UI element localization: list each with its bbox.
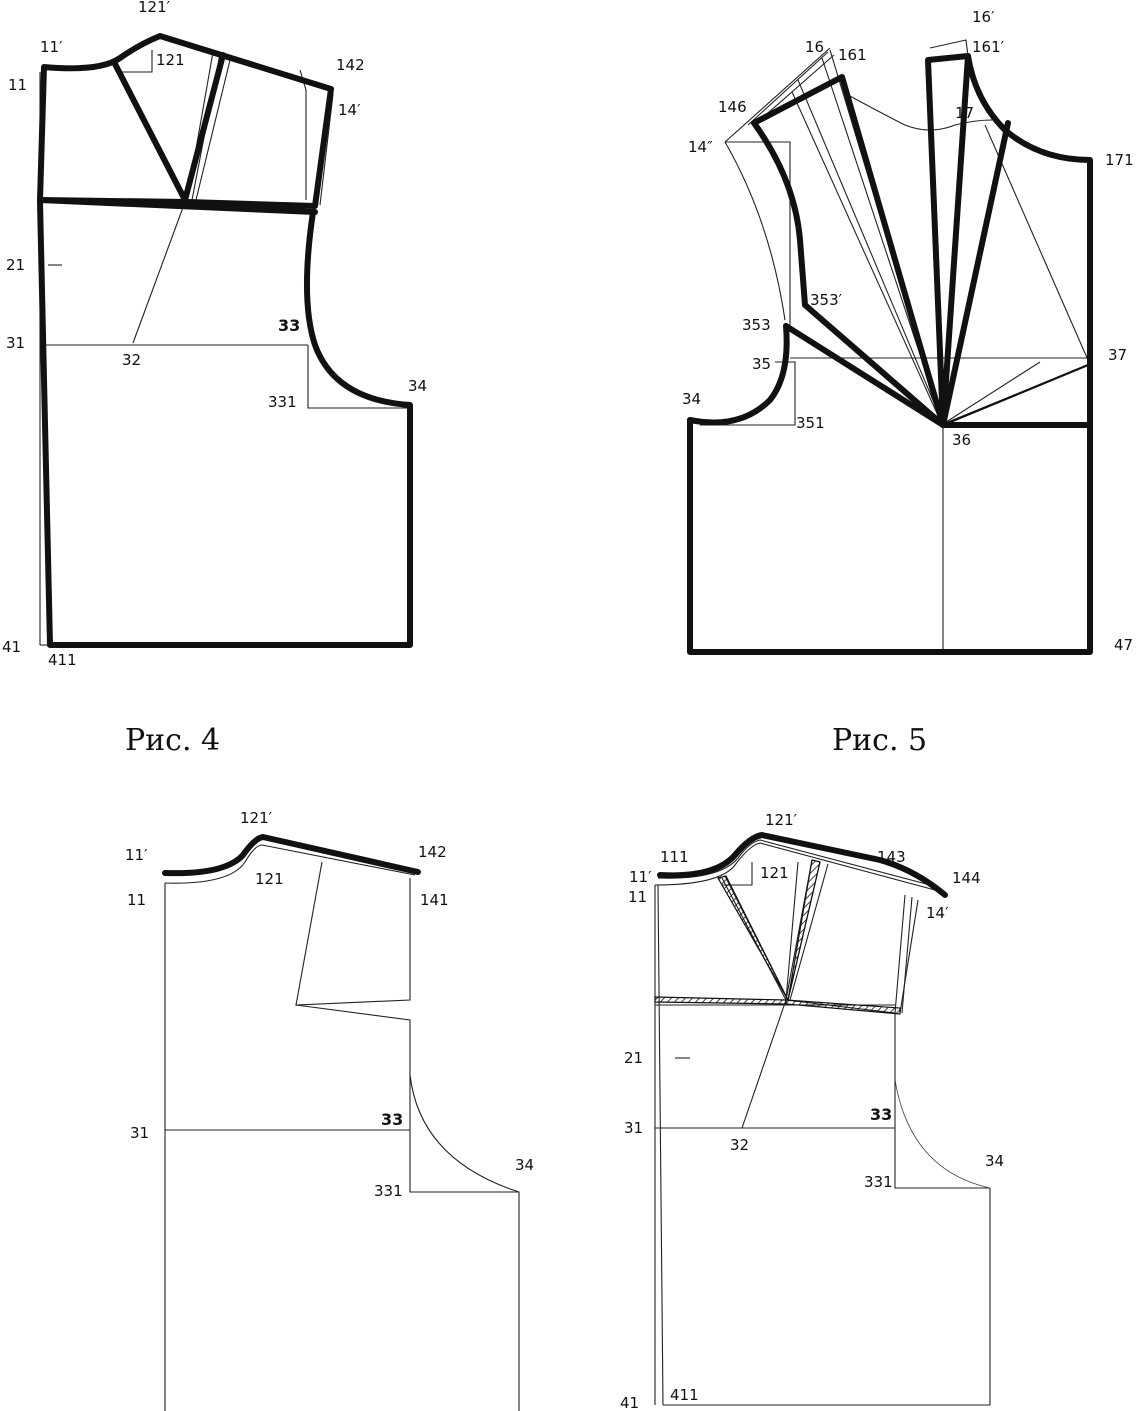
figure-b-front-panel (751, 74, 946, 428)
label-16: 16 (805, 38, 824, 56)
label-11p-c: 11′ (125, 846, 148, 864)
label-161p: 161′ (972, 38, 1005, 56)
label-121p-d: 121′ (765, 811, 798, 829)
label-331-c: 331 (374, 1182, 403, 1200)
label-41: 41 (2, 638, 21, 656)
label-47: 47 (1114, 636, 1133, 654)
figure-d-hatched-dart-a (654, 996, 787, 1005)
label-411-d: 411 (670, 1386, 699, 1404)
figure-a-construction-lines (39, 50, 410, 646)
label-121p-c: 121′ (240, 809, 273, 827)
label-353p: 353′ (810, 291, 843, 309)
label-141-c: 141 (420, 891, 449, 909)
label-32: 32 (122, 351, 141, 369)
figure-a-point-labels: 121′ 11′ 11 121 142 14′ 21 31 32 33 331 … (2, 0, 427, 669)
figure-c-point-labels: 121′ 11′ 142 121 11 141 31 33 34 331 (125, 809, 534, 1200)
label-331: 331 (268, 393, 297, 411)
label-21: 21 (6, 256, 25, 274)
figure-b-center-dart (925, 53, 971, 428)
label-36: 36 (952, 431, 971, 449)
label-143-d: 143 (877, 848, 906, 866)
caption-fig4: Рис. 4 (125, 723, 220, 758)
label-411: 411 (48, 651, 77, 669)
label-121: 121 (156, 51, 185, 69)
label-33: 33 (278, 316, 300, 335)
label-144-d: 144 (952, 869, 981, 887)
label-121p: 121′ (138, 0, 171, 16)
label-33-d: 33 (870, 1105, 892, 1124)
label-121-d: 121 (760, 864, 789, 882)
label-34-c: 34 (515, 1156, 534, 1174)
label-121-c: 121 (255, 870, 284, 888)
label-14pp: 14″ (688, 138, 713, 156)
figure-d-hatched-dart-b (785, 999, 901, 1015)
figure-d-shoulder-line (657, 832, 948, 898)
figure-a-body-outline (37, 199, 413, 648)
label-171: 171 (1105, 151, 1134, 169)
figure-b-body-outline (687, 53, 1093, 655)
label-146: 146 (718, 98, 747, 116)
label-16p: 16′ (972, 8, 995, 26)
label-161: 161 (838, 46, 867, 64)
label-331-d: 331 (864, 1173, 893, 1191)
caption-fig5: Рис. 5 (832, 723, 927, 758)
label-14p-d: 14′ (926, 904, 949, 922)
label-11: 11 (8, 76, 27, 94)
figure-d-construction-lines (654, 839, 991, 1406)
label-31-d: 31 (624, 1119, 643, 1137)
figure-a-bodice-yoke: 121′ 11′ 11 121 142 14′ 21 31 32 33 331 … (2, 0, 427, 669)
label-21-d: 21 (624, 1049, 643, 1067)
label-37: 37 (1108, 346, 1127, 364)
label-11-d: 11 (628, 888, 647, 906)
label-351: 351 (796, 414, 825, 432)
label-34-d: 34 (985, 1152, 1004, 1170)
figure-a-yoke-outline (37, 33, 334, 209)
label-34: 34 (408, 377, 427, 395)
figure-d-hatched-shoulder-dart (787, 859, 821, 1001)
figure-b-armhole-curve (687, 323, 790, 426)
figure-d-point-labels: 121′ 111 143 11′ 121 144 11 14′ 21 31 32… (620, 811, 1004, 1411)
figure-b-dart-transfer: 16′ 16 161 161′ 146 14″ 17 171 353′ 353 … (682, 8, 1134, 655)
label-11p: 11′ (40, 38, 63, 56)
label-142-c: 142 (418, 843, 447, 861)
figure-d-final-pattern: 121′ 111 143 11′ 121 144 11 14′ 21 31 32… (620, 811, 1004, 1411)
figure-c-construction-lines (164, 844, 520, 1411)
label-11p-d: 11′ (629, 868, 652, 886)
label-31: 31 (6, 334, 25, 352)
label-34b: 34 (682, 390, 701, 408)
figure-c-shoulder-extension: 121′ 11′ 142 121 11 141 31 33 34 331 (125, 809, 534, 1411)
label-41-d: 41 (620, 1394, 639, 1411)
figure-c-shoulder-line (162, 834, 421, 877)
label-142: 142 (336, 56, 365, 74)
label-35: 35 (752, 355, 771, 373)
label-14p: 14′ (338, 101, 361, 119)
label-111-d: 111 (660, 848, 689, 866)
label-33-c: 33 (381, 1110, 403, 1129)
figure-b-point-labels: 16′ 16 161 161′ 146 14″ 17 171 353′ 353 … (682, 8, 1134, 654)
label-353: 353 (742, 316, 771, 334)
label-31-c: 31 (130, 1124, 149, 1142)
figure-d-hatched-neck-dart (717, 875, 789, 1001)
label-11-c: 11 (127, 891, 146, 909)
label-32-d: 32 (730, 1136, 749, 1154)
label-17: 17 (955, 104, 974, 122)
